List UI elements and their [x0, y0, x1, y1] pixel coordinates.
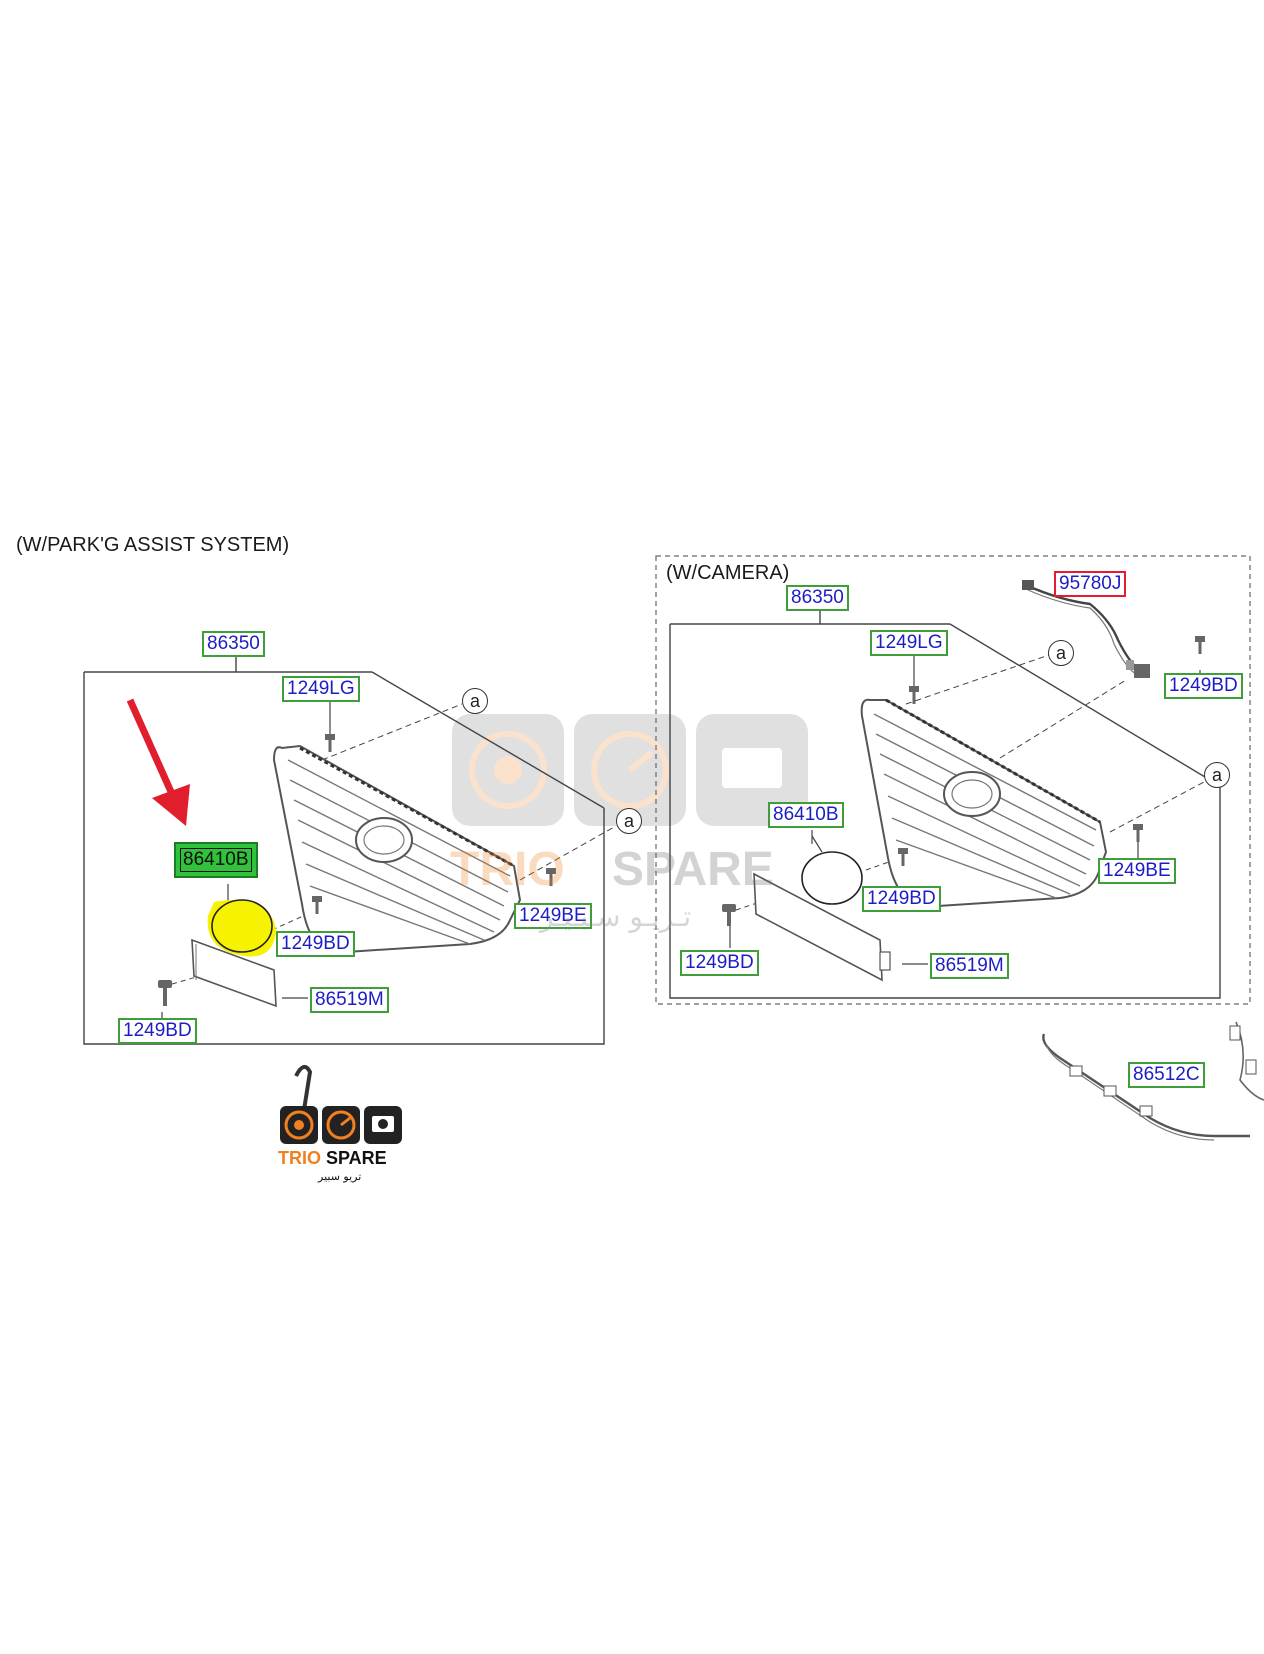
ref-mark-left-a2: a — [616, 808, 642, 834]
label-right-bolt-emblem[interactable]: 1249BD — [862, 886, 941, 912]
label-right-bolt-right[interactable]: 1249BE — [1098, 858, 1176, 884]
label-right-bolt-top[interactable]: 1249LG — [870, 630, 948, 656]
label-left-bracket[interactable]: 86519M — [310, 987, 389, 1013]
right-emblem-shape — [801, 851, 863, 905]
label-left-bolt-top[interactable]: 1249LG — [282, 676, 360, 702]
section-title-camera: (W/CAMERA) — [666, 562, 790, 584]
label-right-bolt-bottom[interactable]: 1249BD — [680, 950, 759, 976]
left-bolt-bottom — [158, 980, 172, 1006]
right-bolt-right — [1133, 824, 1143, 842]
logo-text-value: TRIO SPARE — [278, 1148, 387, 1168]
right-bolt-emblem — [898, 848, 908, 866]
label-right-emblem[interactable]: 86410B — [768, 802, 844, 828]
label-right-harness[interactable]: 95780J — [1054, 571, 1127, 597]
label-left-emblem[interactable]: 86410B — [174, 842, 258, 878]
ref-mark-right-a1: a — [1048, 640, 1074, 666]
section-title-park-assist: (W/PARK'G ASSIST SYSTEM) — [16, 534, 290, 556]
right-frame-outline — [669, 623, 1221, 999]
label-left-bolt-right[interactable]: 1249BE — [514, 903, 592, 929]
right-bolt-bottom — [722, 904, 736, 926]
corner-bumper-shape — [1042, 1021, 1264, 1141]
right-bracket-shape — [753, 872, 883, 982]
label-left-grille[interactable]: 86350 — [202, 631, 265, 657]
label-left-bolt-bottom[interactable]: 1249BD — [118, 1018, 197, 1044]
watermark-spare-text: SPARE — [612, 843, 774, 896]
right-bolt-top — [909, 686, 919, 704]
watermark-logo — [452, 714, 808, 826]
left-bolt-emblem — [312, 896, 322, 914]
label-left-bolt-emblem[interactable]: 1249BD — [276, 931, 355, 957]
watermark-trio-text: TRIO — [450, 843, 565, 896]
label-right-grille[interactable]: 86350 — [786, 585, 849, 611]
ref-mark-right-a2: a — [1204, 762, 1230, 788]
logo-subtext: تريو سبير — [318, 1170, 362, 1183]
red-arrow — [126, 698, 190, 826]
left-assembly — [83, 654, 617, 1045]
right-assembly — [655, 555, 1264, 1141]
left-emblem-shape — [211, 899, 273, 953]
left-bolt-top — [325, 734, 335, 752]
trio-spare-logo-graphic — [280, 1064, 402, 1144]
camera-dashed-box — [655, 555, 1251, 1005]
left-bolt-right — [546, 868, 556, 886]
right-grille-shape — [860, 698, 1108, 908]
right-bolt-harness — [1195, 636, 1205, 654]
emblem-highlight — [207, 899, 276, 957]
label-right-bracket[interactable]: 86519M — [930, 953, 1009, 979]
label-right-bolt-harness[interactable]: 1249BD — [1164, 673, 1243, 699]
watermark-subtext: تـريـو سـبـيـر — [540, 900, 692, 933]
left-grille-shape — [272, 744, 522, 954]
left-bracket-shape — [191, 938, 277, 1008]
ref-mark-left-a1: a — [462, 688, 488, 714]
left-frame-outline — [83, 671, 605, 1045]
logo-text: TRIO SPARE — [278, 1148, 387, 1169]
label-left-emblem-text: 86410B — [180, 848, 252, 872]
label-corner-part[interactable]: 86512C — [1128, 1062, 1205, 1088]
